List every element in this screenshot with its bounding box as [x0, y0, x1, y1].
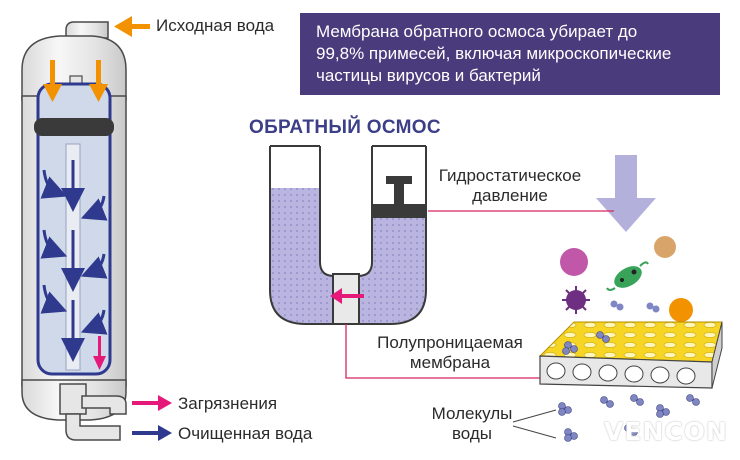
clean-water-arrows [40, 160, 108, 362]
info-line-2: 99,8% примесей, включая микроскопические [316, 44, 672, 63]
info-line-3: частицы вирусов и бактерий [316, 66, 541, 85]
osmosis-title: ОБРАТНЫЙ ОСМОС [249, 117, 441, 138]
water-molecules [558, 394, 700, 442]
membrane-label: Полупроницаемая мембрана [370, 333, 530, 373]
membrane-label-line-1: Полупроницаемая [377, 333, 523, 352]
inlet-label: Исходная вода [156, 16, 275, 35]
contaminant-particles [560, 236, 693, 322]
u-tube [269, 145, 427, 325]
info-box: Мембрана обратного осмоса убирает до 99,… [300, 13, 720, 95]
pressure-arrow-icon [596, 155, 656, 232]
pressure-label-line-2: давление [472, 186, 548, 205]
legend-clean-label: Очищенная вода [178, 424, 313, 443]
brand-logo: VENCON [604, 417, 728, 446]
molecules-label: Молекулы воды [430, 404, 514, 444]
inlet-arrows [43, 16, 150, 102]
info-line-1: Мембрана обратного осмоса убирает до [316, 22, 638, 41]
molecules-label-line-2: воды [451, 424, 493, 443]
molecules-leader-lines [512, 409, 557, 439]
legend-dirty-label: Загрязнения [178, 394, 278, 413]
dirty-water-arrow [93, 336, 106, 370]
membrane-label-line-2: мембрана [409, 353, 491, 372]
molecules-label-line-1: Молекулы [431, 404, 513, 423]
membrane-block [538, 321, 723, 389]
legend-dirty-arrow [132, 395, 172, 411]
legend-clean-arrow [132, 425, 172, 441]
pressure-label-line-1: Гидростатическое [438, 166, 582, 185]
pressure-label: Гидростатическое давление [432, 166, 588, 206]
leader-lines [345, 210, 614, 379]
